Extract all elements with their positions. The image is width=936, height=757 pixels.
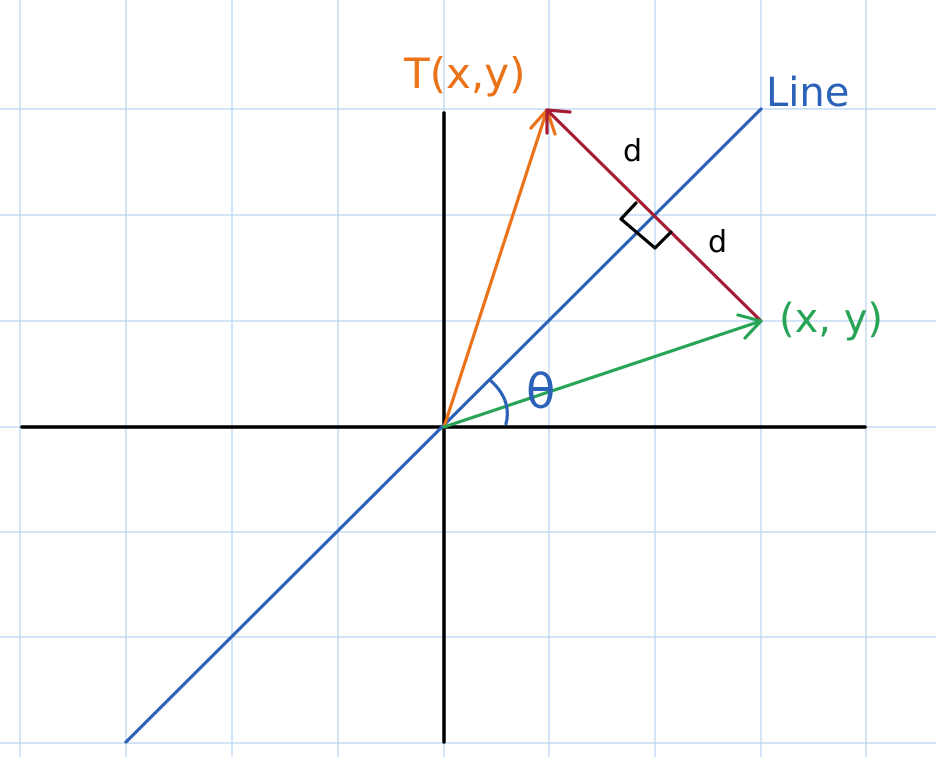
angle-label: θ xyxy=(526,364,555,420)
distance-label-lower: d xyxy=(708,225,727,260)
distance-label-upper: d xyxy=(623,134,642,169)
right-angle-mark xyxy=(619,201,673,250)
point-vector xyxy=(442,319,763,429)
distance-segment-arrowhead xyxy=(545,108,572,135)
image-vector xyxy=(442,108,549,429)
distance-segment xyxy=(545,108,763,323)
line-label: Line xyxy=(766,70,849,116)
angle-arc xyxy=(489,379,509,426)
point-label: (x, y) xyxy=(779,296,883,342)
image-label: T(x,y) xyxy=(403,49,526,98)
point-vector-arrowhead xyxy=(736,313,763,340)
